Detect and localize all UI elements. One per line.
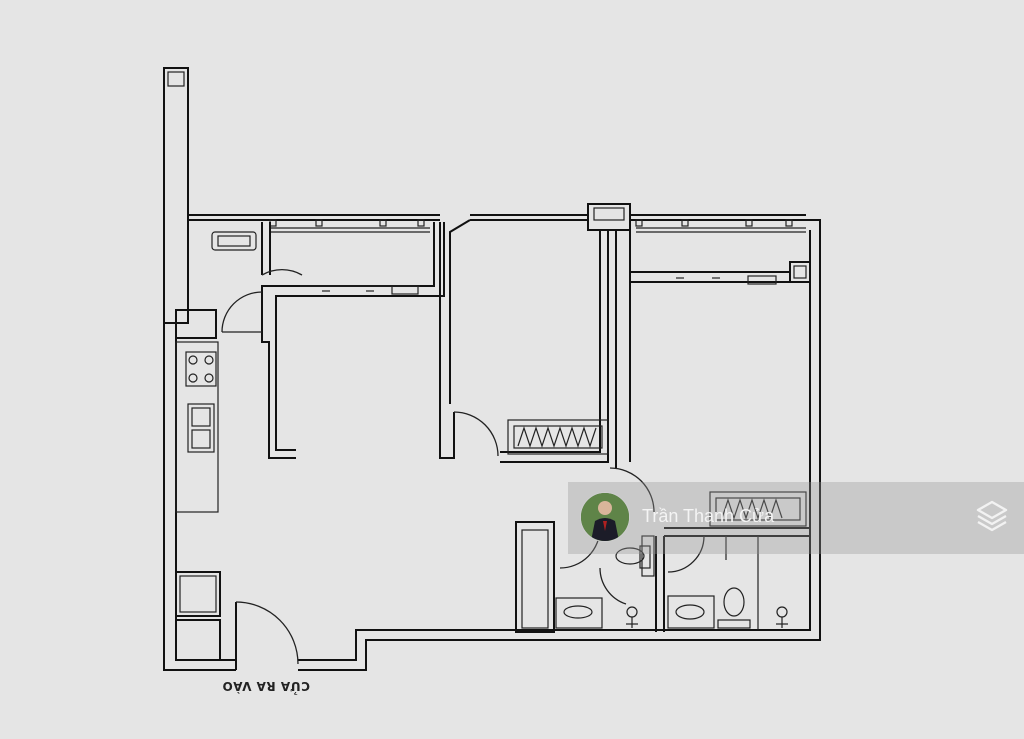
entrance-door — [235, 601, 299, 670]
outer-walls — [163, 214, 821, 671]
logia-door — [175, 291, 263, 339]
bedroom-1-walls — [261, 222, 445, 459]
shoe-cabinets — [175, 571, 221, 661]
author-watermark: Trần Thanh Cửa — [568, 482, 1024, 554]
kitchen-counter — [175, 341, 219, 513]
bathrooms — [515, 521, 788, 633]
bedroom-3-walls — [609, 230, 810, 537]
author-name: Trần Thanh Cửa — [642, 506, 775, 526]
entrance-label: CỬA RA VÀO — [222, 679, 310, 693]
person-avatar — [580, 492, 630, 542]
person-avatar-icon — [581, 493, 629, 541]
top-windows — [269, 219, 806, 233]
stacked-layers-icon — [976, 500, 1008, 532]
left-shaft — [163, 67, 189, 324]
washing-machine — [211, 231, 257, 251]
bedroom-2-walls — [439, 219, 609, 463]
